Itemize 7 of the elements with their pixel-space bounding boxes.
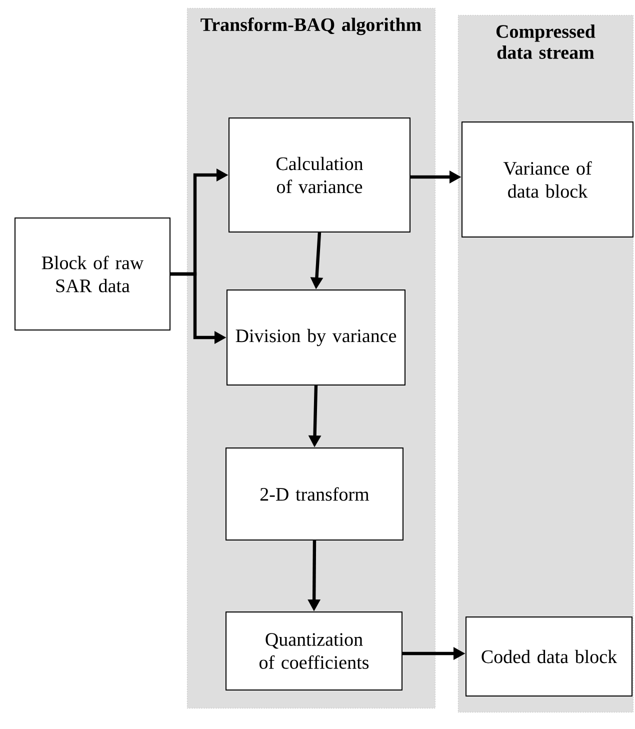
- process-box: 2-D transform: [226, 448, 404, 540]
- process-box: Division by variance: [226, 290, 406, 386]
- process-box: Calculation of variance: [228, 118, 410, 232]
- process-box: Variance of data block: [462, 122, 634, 238]
- process-box: Quantization of coefficients: [226, 612, 402, 690]
- process-box: Block of raw SAR data: [14, 218, 170, 330]
- process-box: Coded data block: [466, 616, 632, 696]
